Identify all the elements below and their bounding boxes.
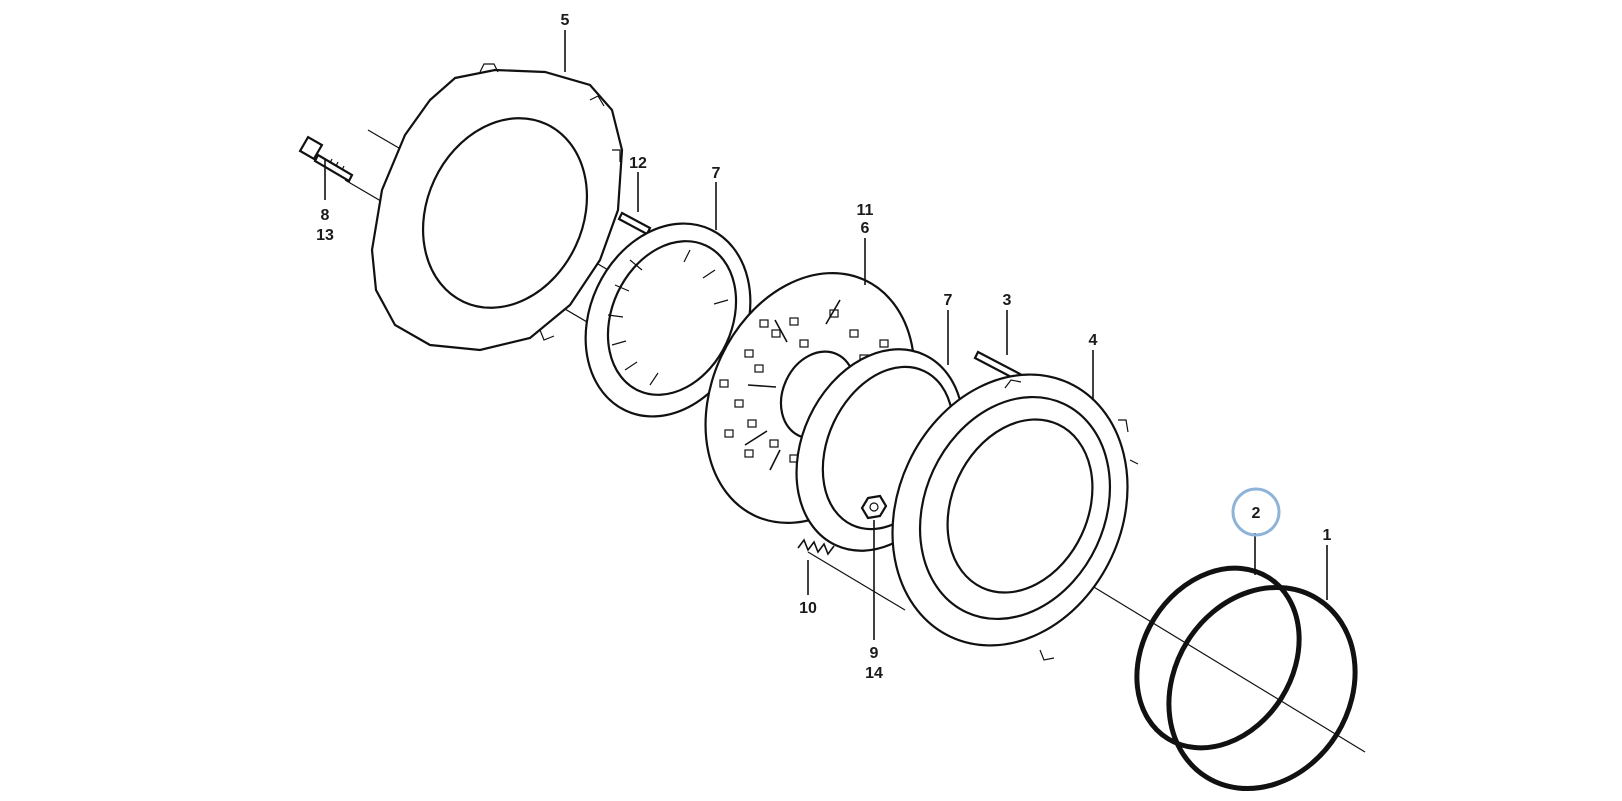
leader-lines: [324, 30, 1328, 640]
callout-11[interactable]: 11: [857, 202, 874, 219]
callout-3[interactable]: 3: [1003, 292, 1012, 309]
part-8-bolt: [298, 135, 354, 183]
part-1-o-ring: [1166, 584, 1358, 792]
part-2-o-ring: [1134, 565, 1302, 751]
callout-5[interactable]: 5: [561, 12, 570, 29]
callout-8[interactable]: 8: [321, 207, 330, 224]
part-4-piston-housing: [891, 373, 1139, 661]
callout-7-left[interactable]: 7: [712, 165, 721, 182]
part-9-nut: [860, 494, 888, 520]
callout-4[interactable]: 4: [1089, 332, 1098, 349]
callout-2-highlight: [1231, 487, 1281, 537]
callout-6[interactable]: 6: [861, 220, 870, 237]
callout-9[interactable]: 9: [870, 645, 879, 662]
callout-10[interactable]: 10: [799, 600, 817, 617]
callout-12[interactable]: 12: [629, 155, 647, 172]
part-7-spring-retainer: [584, 222, 752, 418]
callout-1[interactable]: 1: [1323, 527, 1332, 544]
callout-13[interactable]: 13: [316, 227, 334, 244]
callout-7-right[interactable]: 7: [944, 292, 953, 309]
callout-2[interactable]: 2: [1252, 505, 1261, 522]
part-12-pin: [617, 211, 652, 236]
part-10-spring: [797, 538, 835, 556]
callout-labels: 5 12 7 8 13 11 6 7 3 4 2 1 10 9 14: [316, 12, 1331, 682]
callout-14[interactable]: 14: [865, 665, 883, 682]
part-5-friction-plate: [370, 63, 624, 352]
